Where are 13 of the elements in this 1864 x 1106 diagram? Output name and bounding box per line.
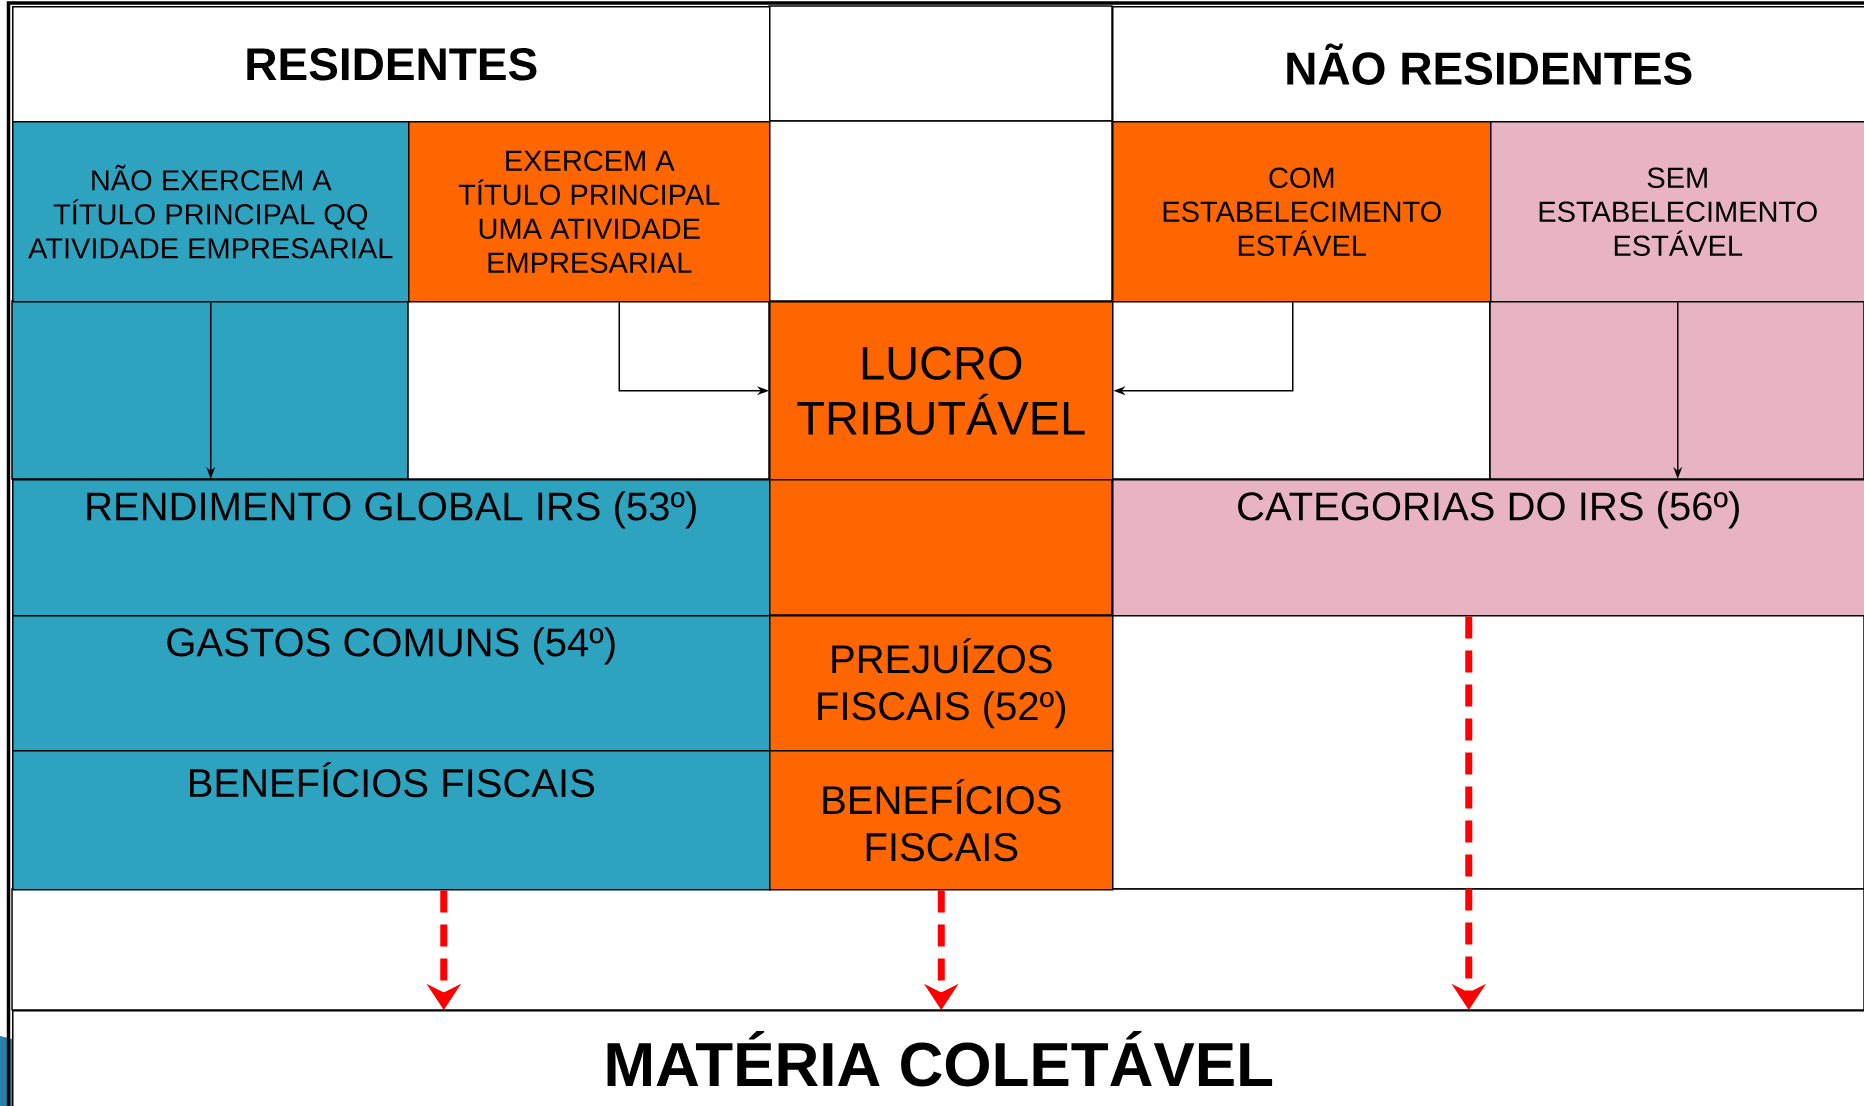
table-row-box: PREJUÍZOS FISCAIS (52º) — [769, 615, 1114, 752]
category-box: EXERCEM A TÍTULO PRINCIPAL UMA ATIVIDADE EMPRESARIAL — [408, 121, 771, 303]
result-box: LUCRO TRIBUTÁVEL — [769, 301, 1114, 481]
header-cell: NÃO RESIDENTES — [1112, 6, 1864, 123]
category-box: NÃO EXERCEM A TÍTULO PRINCIPAL QQ ATIVIDADE EMPRESARIAL — [12, 121, 410, 303]
table-row-box: CATEGORIAS DO IRS (56º) — [1112, 479, 1864, 617]
category-box: SEM ESTABELECIMENTO ESTÁVEL — [1490, 121, 1864, 303]
table-row-box: BENEFÍCIOS FISCAIS — [769, 750, 1114, 891]
table-row-box: GASTOS COMUNS (54º) — [12, 615, 771, 752]
table-row-box: RENDIMENTO GLOBAL IRS (53º) — [12, 479, 771, 617]
result-banner: MATÉRIA COLETÁVEL — [12, 1010, 1864, 1106]
table-row-box: BENEFÍCIOS FISCAIS — [12, 750, 771, 891]
category-box: COM ESTABELECIMENTO ESTÁVEL — [1112, 121, 1492, 303]
